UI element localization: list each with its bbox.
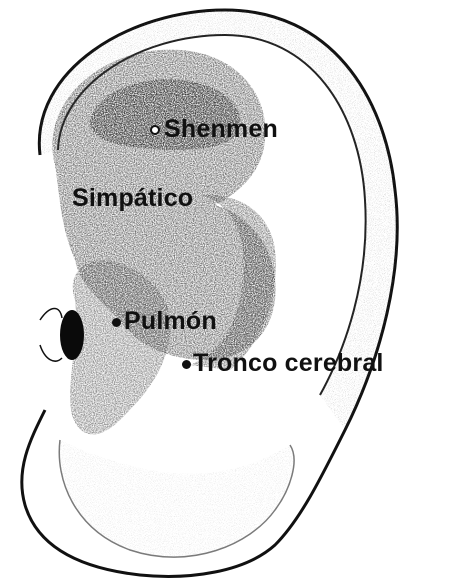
pulmon-point-marker xyxy=(112,318,121,327)
shenmen-label: Shenmen xyxy=(164,117,278,142)
simpatico-label: Simpático xyxy=(72,186,193,211)
tragus-outline xyxy=(40,308,62,361)
earlobe-shading xyxy=(59,440,294,557)
tronco-cerebral-point-marker xyxy=(182,360,191,369)
shenmen-point-marker xyxy=(150,125,160,135)
ear-canal xyxy=(60,310,84,360)
tronco-cerebral-label: Tronco cerebral xyxy=(193,351,384,376)
pulmon-label: Pulmón xyxy=(124,309,217,334)
